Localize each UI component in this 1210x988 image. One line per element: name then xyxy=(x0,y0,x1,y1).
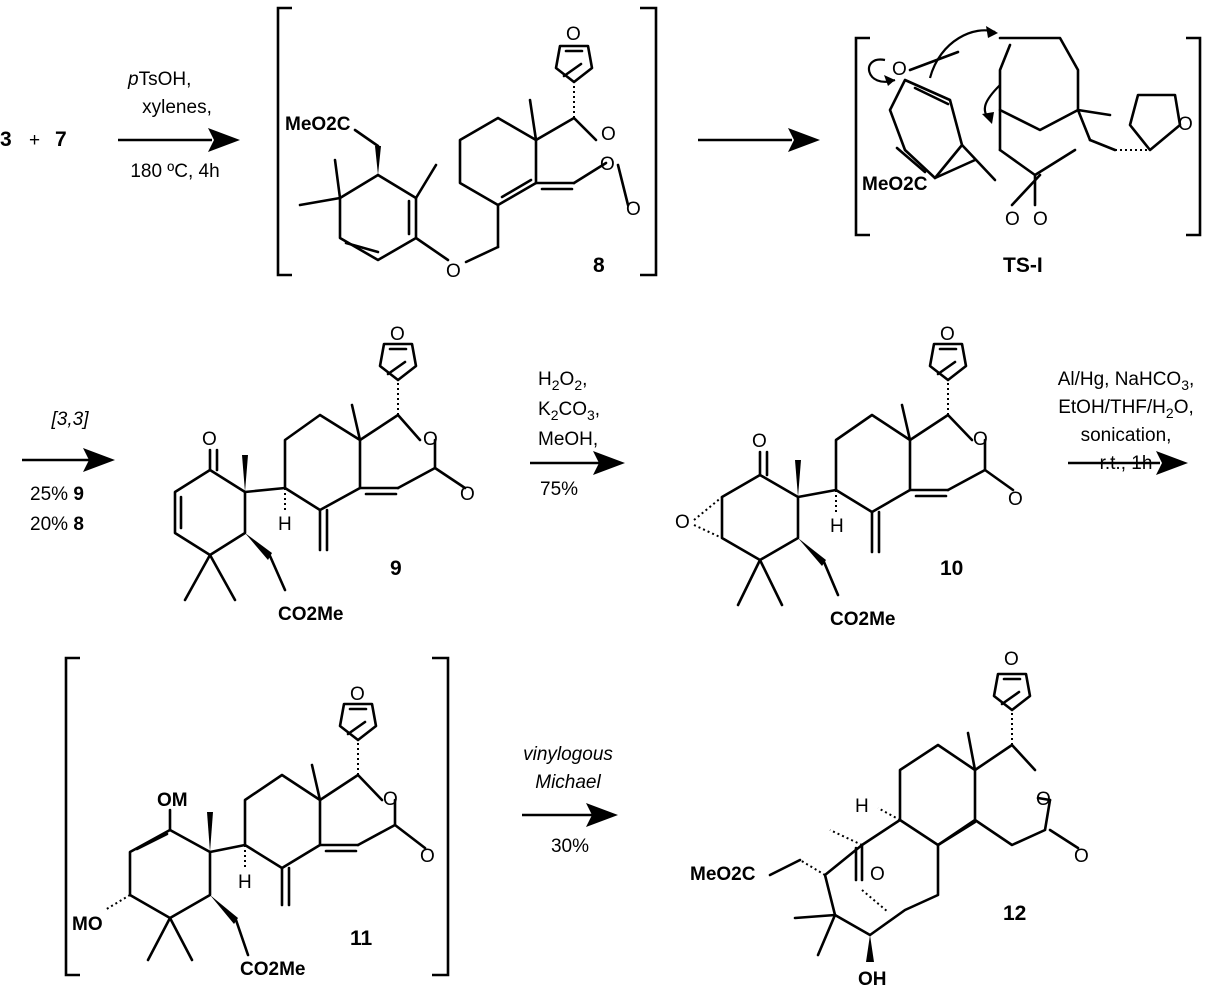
step2-yield-b: 20% 8 xyxy=(30,514,84,535)
compound-11: OM MO CO2Me H O O O 11 xyxy=(64,656,450,980)
svg-text:O: O xyxy=(383,789,398,810)
compound-9: O CO2Me H O O O 9 xyxy=(173,324,475,625)
svg-text:O: O xyxy=(1033,209,1048,230)
label-9: 9 xyxy=(390,557,402,580)
svg-text:O: O xyxy=(202,429,217,450)
svg-text:H: H xyxy=(238,872,252,893)
step4-sonication: sonication, xyxy=(1081,425,1172,446)
reactant-7: 7 xyxy=(55,128,67,151)
reactant-3: 3 xyxy=(0,128,12,151)
svg-text:H: H xyxy=(830,516,844,537)
compound-8: MeO2C O O O O O 8 xyxy=(276,6,658,282)
step3-meoh: MeOH, xyxy=(538,429,598,450)
svg-text:O: O xyxy=(1074,846,1089,867)
step3-k2co3: K2CO3, xyxy=(538,399,600,423)
label-11: 11 xyxy=(350,927,373,950)
svg-text:O: O xyxy=(446,261,461,282)
arrow-step-5 xyxy=(522,803,618,827)
svg-text:O: O xyxy=(892,59,907,80)
label-om: OM xyxy=(157,790,188,811)
svg-text:O: O xyxy=(350,684,365,705)
label-10: 10 xyxy=(940,557,963,580)
step3-yield: 75% xyxy=(540,479,578,500)
svg-text:O: O xyxy=(973,429,988,450)
label-oh: OH xyxy=(858,969,887,988)
svg-text:O: O xyxy=(1005,209,1020,230)
svg-text:O: O xyxy=(1004,649,1019,670)
label-meo2c-ts: MeO2C xyxy=(862,174,928,195)
svg-text:O: O xyxy=(1036,789,1051,810)
arrow-step-4 xyxy=(1068,451,1188,475)
svg-text:O: O xyxy=(1008,489,1023,510)
step2-yield-a: 25% 9 xyxy=(30,484,84,505)
label-meo2c-8: MeO2C xyxy=(285,114,351,135)
arrow-step-2 xyxy=(22,448,115,472)
label-co2me-9: CO2Me xyxy=(278,604,343,625)
step5-yield: 30% xyxy=(551,836,589,857)
label-mo: MO xyxy=(72,914,103,935)
label-12: 12 xyxy=(1003,902,1026,925)
step2-rearrangement: [3,3] xyxy=(51,409,90,430)
svg-text:H: H xyxy=(855,796,869,817)
step1-temperature: 180 ºC, 4h xyxy=(130,161,219,182)
step4-reagents: Al/Hg, NaHCO3, xyxy=(1058,369,1195,393)
label-8: 8 xyxy=(593,254,605,277)
label-co2me-11: CO2Me xyxy=(240,959,305,980)
svg-text:O: O xyxy=(460,484,475,505)
label-ts: TS-I xyxy=(1003,254,1043,277)
arrow-step-1 xyxy=(118,128,240,152)
transition-state-TS-I: MeO2C O O O O TS-I xyxy=(854,26,1202,277)
label-co2me-10: CO2Me xyxy=(830,609,895,630)
step5-line2: Michael xyxy=(535,772,601,793)
step4-solvent: EtOH/THF/H2O, xyxy=(1058,397,1194,421)
compound-12: O O O H O MeO2C OH 12 xyxy=(690,649,1089,988)
svg-text:O: O xyxy=(675,512,690,533)
step5-line1: vinylogous xyxy=(523,744,613,765)
compound-10: O O CO2Me H O O O 10 xyxy=(675,324,1023,630)
svg-text:H: H xyxy=(278,514,292,535)
step1-solvent: xylenes, xyxy=(142,97,212,118)
step3-h2o2: H2O2, xyxy=(538,369,587,393)
plus-sign: + xyxy=(29,130,40,151)
svg-text:O: O xyxy=(1178,114,1193,135)
step1-acid: pTsOH, xyxy=(127,69,191,90)
svg-text:O: O xyxy=(600,154,615,175)
svg-text:O: O xyxy=(390,324,405,345)
svg-text:O: O xyxy=(601,124,616,145)
step4-time: r.t., 1h xyxy=(1100,453,1153,474)
svg-text:O: O xyxy=(940,324,955,345)
svg-text:O: O xyxy=(423,429,438,450)
label-meo2c-12: MeO2C xyxy=(690,864,756,885)
arrow-step-ts xyxy=(698,128,820,152)
svg-text:O: O xyxy=(420,846,435,867)
svg-text:O: O xyxy=(870,864,885,885)
svg-text:O: O xyxy=(752,431,767,452)
svg-text:O: O xyxy=(626,199,641,220)
svg-text:O: O xyxy=(566,24,581,45)
arrow-step-3 xyxy=(530,451,625,475)
